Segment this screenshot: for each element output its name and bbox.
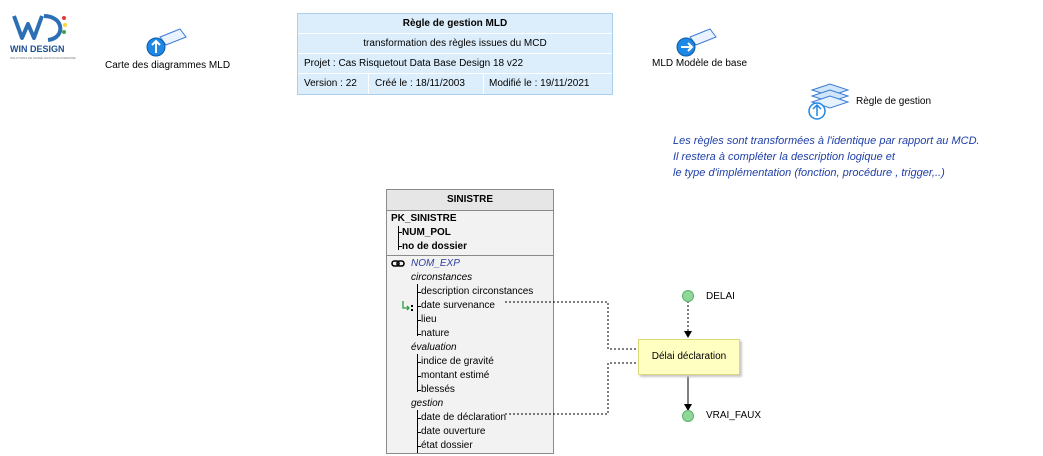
comment-note: Les règles sont transformées à l'identiq…	[673, 133, 980, 181]
entity-title: SINISTRE	[387, 190, 553, 211]
primary-key: PK_SINISTRE	[391, 213, 457, 224]
key-column: no de dossier	[402, 241, 468, 252]
attribute: montant estimé	[421, 370, 490, 381]
title-created: Créé le : 18/11/2003	[375, 78, 465, 89]
attribute: lieu	[421, 314, 437, 325]
entity-sinistre[interactable]: SINISTRE PK_SINISTRE NUM_POL no de dossi…	[386, 189, 554, 454]
entity-attributes: NOM_EXP circonstances description circon…	[387, 256, 553, 453]
key-column: NUM_POL	[402, 227, 451, 238]
logo-wordmark: WIN DESIGN	[10, 44, 65, 54]
attribute: indice de gravité	[421, 356, 494, 367]
entity-keys: PK_SINISTRE NUM_POL no de dossier	[387, 211, 553, 256]
rule-link-icon	[402, 301, 413, 311]
rule-box[interactable]: Délai déclaration	[638, 339, 740, 375]
title-version: Version : 22	[304, 78, 357, 89]
comment-line: Les règles sont transformées à l'identiq…	[673, 135, 980, 147]
attribute: état dossier	[421, 440, 473, 451]
delai-label: DELAI	[706, 291, 735, 302]
delai-node[interactable]	[682, 290, 694, 302]
attribute: date ouverture	[421, 426, 486, 437]
title-meta-row: Version : 22 Créé le : 18/11/2003 Modifi…	[298, 74, 612, 94]
arrowhead-icon	[684, 404, 692, 411]
attribute: date survenance	[421, 300, 495, 311]
title-subtitle: transformation des règles issues du MCD	[298, 34, 612, 54]
stacked-layers-icon	[808, 83, 850, 120]
business-rule-link[interactable]	[806, 82, 850, 125]
comment-line: Il restera à compléter la description lo…	[673, 151, 895, 163]
vrai-faux-node[interactable]	[682, 410, 694, 422]
attribute: description circonstances	[421, 286, 534, 297]
windesign-logo-icon	[12, 14, 67, 42]
base-model-label[interactable]: MLD Modèle de base	[652, 58, 748, 69]
title-name: Règle de gestion MLD	[298, 14, 612, 34]
logo-tagline: SOLUTIONS DE MODÉLISATION ENTREPRISE	[10, 56, 76, 60]
comment-line: le type d'implémentation (fonction, proc…	[673, 167, 945, 179]
map-diagrams-link[interactable]	[146, 27, 188, 62]
group-label: circonstances	[411, 272, 473, 283]
group-label: gestion	[411, 398, 444, 409]
business-rule-label[interactable]: Règle de gestion	[856, 96, 932, 107]
vrai-faux-label: VRAI_FAUX	[706, 410, 762, 421]
connector-date-declaration	[505, 362, 638, 415]
windesign-logo: WIN DESIGN SOLUTIONS DE MODÉLISATION ENT…	[8, 8, 76, 66]
title-project: Projet : Cas Risquetout Data Base Design…	[298, 54, 612, 74]
link-chain-icon	[391, 260, 405, 267]
title-modified: Modifié le : 19/11/2021	[489, 78, 590, 89]
diagram-up-arrow-icon	[146, 28, 187, 57]
attribute: blessés	[421, 384, 455, 395]
connector-date-survenance	[505, 301, 638, 350]
attribute: nature	[421, 328, 450, 339]
base-model-link[interactable]	[676, 27, 718, 62]
map-diagrams-label[interactable]: Carte des diagrammes MLD	[105, 60, 231, 71]
arrowhead-icon	[684, 331, 692, 338]
title-box: Règle de gestion MLD transformation des …	[297, 13, 613, 95]
attribute: date de déclaration	[421, 412, 507, 423]
link-attribute: NOM_EXP	[411, 258, 460, 269]
diagram-right-arrow-icon	[676, 28, 717, 57]
group-label: évaluation	[411, 342, 457, 353]
